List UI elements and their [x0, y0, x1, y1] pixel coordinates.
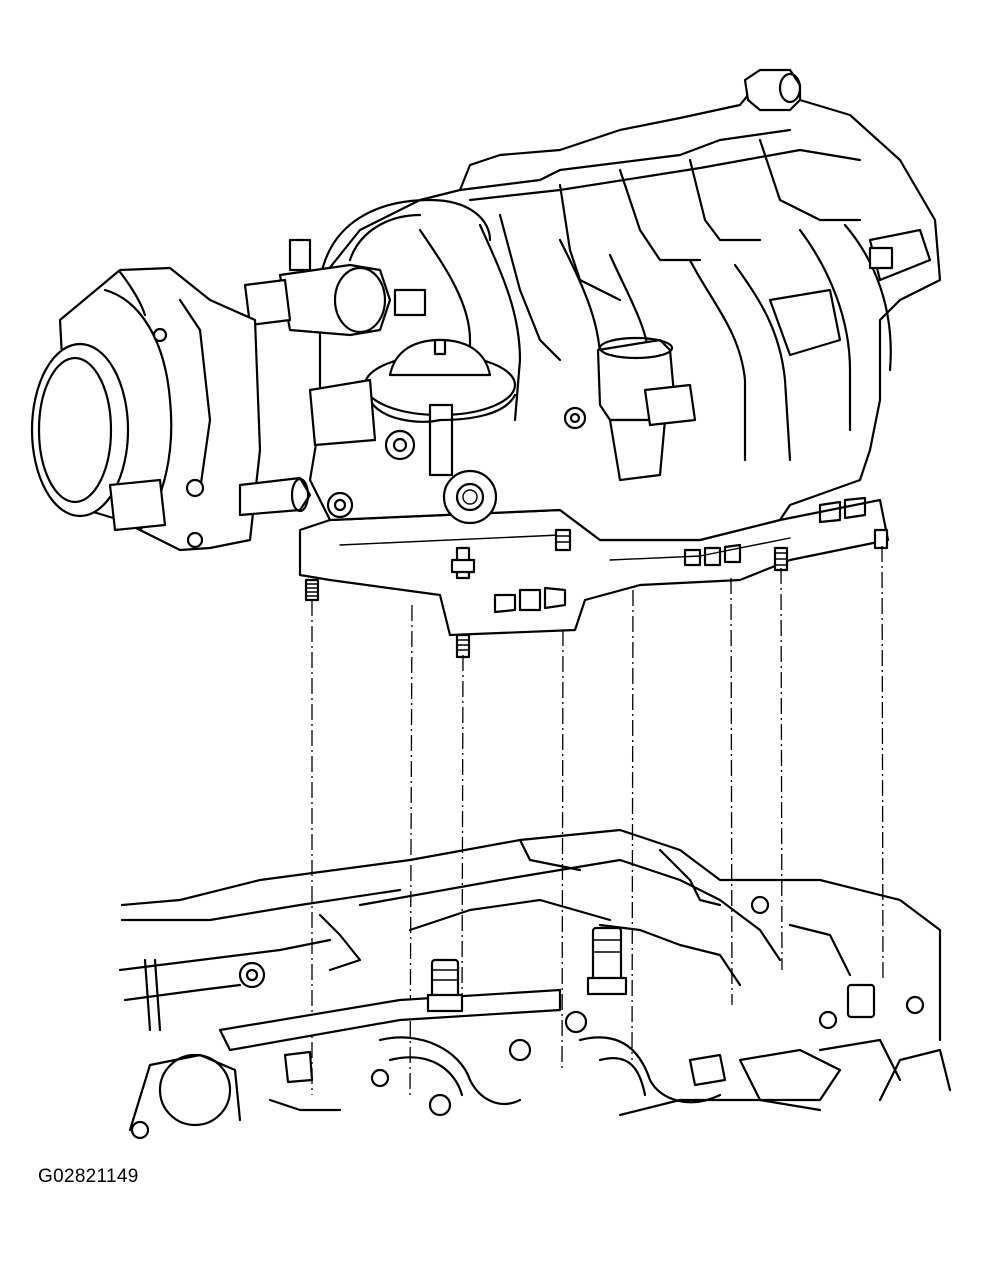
- egr-outlet-port: [442, 469, 498, 525]
- alignment-line-4: [561, 629, 564, 1071]
- alignment-line-2: [409, 604, 413, 1096]
- stud-5: [868, 246, 894, 550]
- fuel-injector-3: [846, 983, 876, 1019]
- fuel-injector-2: [586, 926, 628, 996]
- alignment-line-3: [461, 654, 464, 1006]
- throttle-body: [30, 266, 262, 552]
- engine-lower-assembly: [118, 828, 952, 1140]
- manifold-side-boss: [238, 378, 377, 517]
- fuel-injector-1: [426, 958, 464, 1013]
- idle-air-control-valve: [243, 238, 427, 337]
- alignment-guides: [311, 545, 884, 1096]
- alignment-line-8: [881, 545, 884, 981]
- stud-3: [554, 528, 572, 552]
- stud-2: [450, 546, 476, 659]
- egr-position-sensor: [596, 336, 697, 482]
- intake-manifold: [298, 68, 942, 637]
- alignment-line-5: [631, 589, 634, 1061]
- egr-mounting-nut: [326, 406, 587, 519]
- stud-1: [304, 578, 320, 602]
- figure-code-label: G02821149: [38, 1166, 139, 1187]
- alignment-line-7: [780, 567, 783, 971]
- egr-valve: [363, 338, 517, 477]
- stud-4: [773, 546, 789, 572]
- alignment-line-6: [730, 577, 733, 1006]
